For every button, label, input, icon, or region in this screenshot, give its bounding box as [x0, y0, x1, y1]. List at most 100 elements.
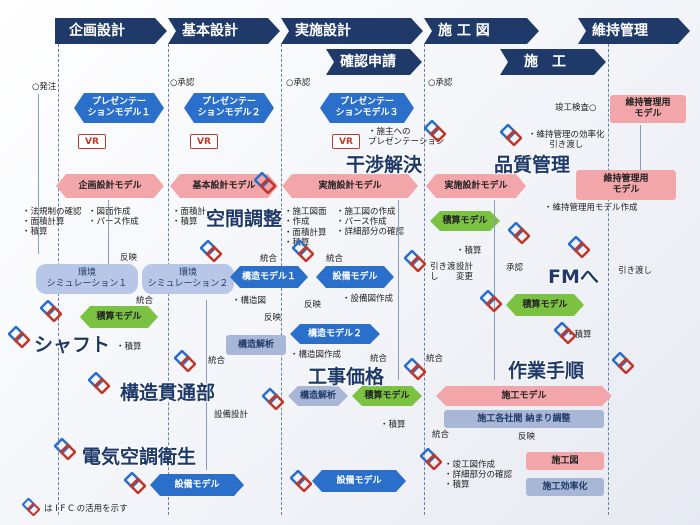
- note-cost-1: ・積算: [116, 342, 142, 352]
- planning-design-model: 企画設計モデル: [56, 174, 164, 198]
- callout-space-adjustment: 空間調整: [206, 208, 283, 230]
- approval-label-2: ○承認: [286, 78, 311, 88]
- ifc-icon: [254, 172, 276, 194]
- note-equipment-drawing: ・設備図作成: [342, 294, 394, 304]
- approval-label-3: ○承認: [428, 78, 453, 88]
- callout-construction-price: 工事価格: [308, 366, 385, 388]
- callout-shaft: シャフト: [34, 334, 111, 356]
- note-integrate-3: 統合: [370, 354, 388, 364]
- note-cost-3: ・積算: [380, 420, 406, 430]
- phase-construction-drawing: 施 工 図: [424, 18, 539, 44]
- note-integrate-2: 統合: [208, 356, 226, 366]
- presentation-model-1: プレゼンテー ションモデル１: [74, 93, 164, 123]
- note-planning-drawings: ・図面作成 ・パース作成: [88, 207, 139, 227]
- note-integrate-5: 統合: [326, 254, 344, 264]
- structural-model-2: 構造モデル２: [290, 324, 380, 344]
- note-integrate-1: 統合: [260, 254, 278, 264]
- equipment-model-1: 設備モデル: [316, 266, 394, 288]
- note-detailed-tasks: ・施工図の作成 ・パース作成 ・詳細部分の確認: [336, 207, 405, 237]
- note-integrate-4: 統合: [426, 354, 444, 364]
- ifc-icon: [420, 448, 442, 470]
- phase-planning: 企画設計: [55, 18, 167, 44]
- structural-model-1: 構造モデル１: [230, 266, 308, 288]
- ifc-icon: [500, 124, 522, 146]
- note-reflect-2: 反映: [264, 313, 282, 323]
- maintenance-model-1: 維持管理用 モデル: [610, 95, 686, 123]
- vr-badge-2: VR: [190, 134, 218, 149]
- maintenance-model-2: 維持管理用 モデル: [576, 170, 676, 200]
- callout-structural-penetration: 構造貫通部: [120, 382, 216, 404]
- detailed-design-model-2: 実施設計モデル: [426, 174, 526, 198]
- approval-label-1: ○承認: [170, 78, 195, 88]
- note-owner-presentation: ・施主への プレゼンテーション: [368, 127, 445, 147]
- equipment-model-3: 設備モデル: [312, 470, 406, 492]
- phase-maintenance: 維持管理: [578, 18, 690, 44]
- callout-interference-resolution: 干渉解決: [346, 154, 423, 176]
- equipment-model-2: 設備モデル: [150, 474, 244, 496]
- ifc-icon: [568, 236, 590, 258]
- presentation-model-3: プレゼンテー ションモデル３: [320, 93, 414, 123]
- ifc-icon: [40, 300, 62, 322]
- note-maintenance-efficiency: ・維持管理の効率化 引き渡し: [528, 130, 605, 150]
- separator-5: [608, 44, 609, 515]
- note-detailed-drawings: ・施工図面 ・作成: [284, 207, 327, 227]
- order-label: ○発注: [32, 82, 57, 92]
- phase-construction: 施 工: [500, 49, 606, 75]
- structural-analysis-1: 構造解析: [226, 335, 286, 355]
- ifc-icon: [8, 326, 30, 348]
- flow-arrow-5: [494, 200, 495, 380]
- note-completion-drawings: ・竣工図作成 ・詳細部分の確認 ・積算: [444, 460, 513, 490]
- note-basic-tasks: ・面積計 ・積算: [172, 207, 207, 227]
- ifc-icon: [424, 120, 446, 142]
- phase-detailed-design: 実施設計: [281, 18, 423, 44]
- legend-text: は I F C の活用を示す: [44, 504, 128, 514]
- note-structural-drawing-creation: ・構造図作成: [290, 350, 342, 360]
- ifc-icon: [262, 388, 284, 410]
- note-approval: 承認: [506, 263, 524, 273]
- cost-model-1: 積算モデル: [80, 306, 158, 328]
- callout-to-fm: FMへ: [548, 266, 599, 288]
- note-cost-4: ・積算: [566, 330, 592, 340]
- phase-building-confirmation: 確認申請: [326, 49, 422, 75]
- note-reflect-3: 反映: [304, 300, 322, 310]
- note-planning-tasks: ・法規制の確認 ・面積計算 ・積算: [22, 207, 82, 237]
- ifc-icon: [290, 470, 312, 492]
- ifc-icon: [508, 222, 530, 244]
- separator-4: [424, 44, 425, 515]
- note-reflect-1: 反映: [120, 253, 138, 263]
- flow-arrow-6: [640, 125, 641, 170]
- ifc-icon: [554, 322, 576, 344]
- flow-arrow-1: [38, 94, 39, 254]
- ifc-icon: [124, 472, 146, 494]
- construction-coordination: 施工各社間 納まり調整: [444, 410, 604, 428]
- callout-work-procedure: 作業手順: [508, 360, 585, 382]
- environment-simulation-1: 環境 シミュレーション１: [36, 264, 138, 294]
- construction-efficiency: 施工効率化: [526, 478, 604, 496]
- ifc-icon: [404, 358, 426, 380]
- ifc-icon: [404, 250, 426, 272]
- callout-mep: 電気空調衛生: [82, 446, 197, 468]
- note-reflect-4: 反映: [518, 432, 536, 442]
- vr-badge-3: VR: [332, 134, 360, 149]
- construction-model: 施工モデル: [436, 386, 612, 406]
- note-completion-inspection: 竣工検査○: [555, 103, 597, 113]
- ifc-icon: [54, 438, 76, 460]
- ifc-icon: [292, 240, 314, 262]
- note-equipment-design: 設備設計: [214, 410, 249, 420]
- ifc-icon: [88, 372, 110, 394]
- ifc-icon: [174, 350, 196, 372]
- note-cost-estimation: ・積算: [456, 246, 482, 256]
- ifc-legend-icon: [22, 498, 40, 516]
- phase-basic-design: 基本設計: [168, 18, 280, 44]
- ifc-icon: [200, 240, 222, 262]
- structural-analysis-2: 構造解析: [288, 386, 348, 406]
- note-maintenance-model-creation: ・維持管理用モデル作成: [544, 203, 638, 213]
- presentation-model-2: プレゼンテー ションモデル２: [184, 93, 274, 123]
- note-structural-drawing: ・構造図: [232, 296, 267, 306]
- callout-quality-control: 品質管理: [494, 154, 571, 176]
- cost-model-3: 積算モデル: [352, 386, 422, 406]
- flow-arrow-2: [108, 200, 109, 264]
- environment-simulation-2: 環境 シミュレーション２: [142, 264, 234, 294]
- note-handover-1: 引き渡 し: [430, 262, 456, 282]
